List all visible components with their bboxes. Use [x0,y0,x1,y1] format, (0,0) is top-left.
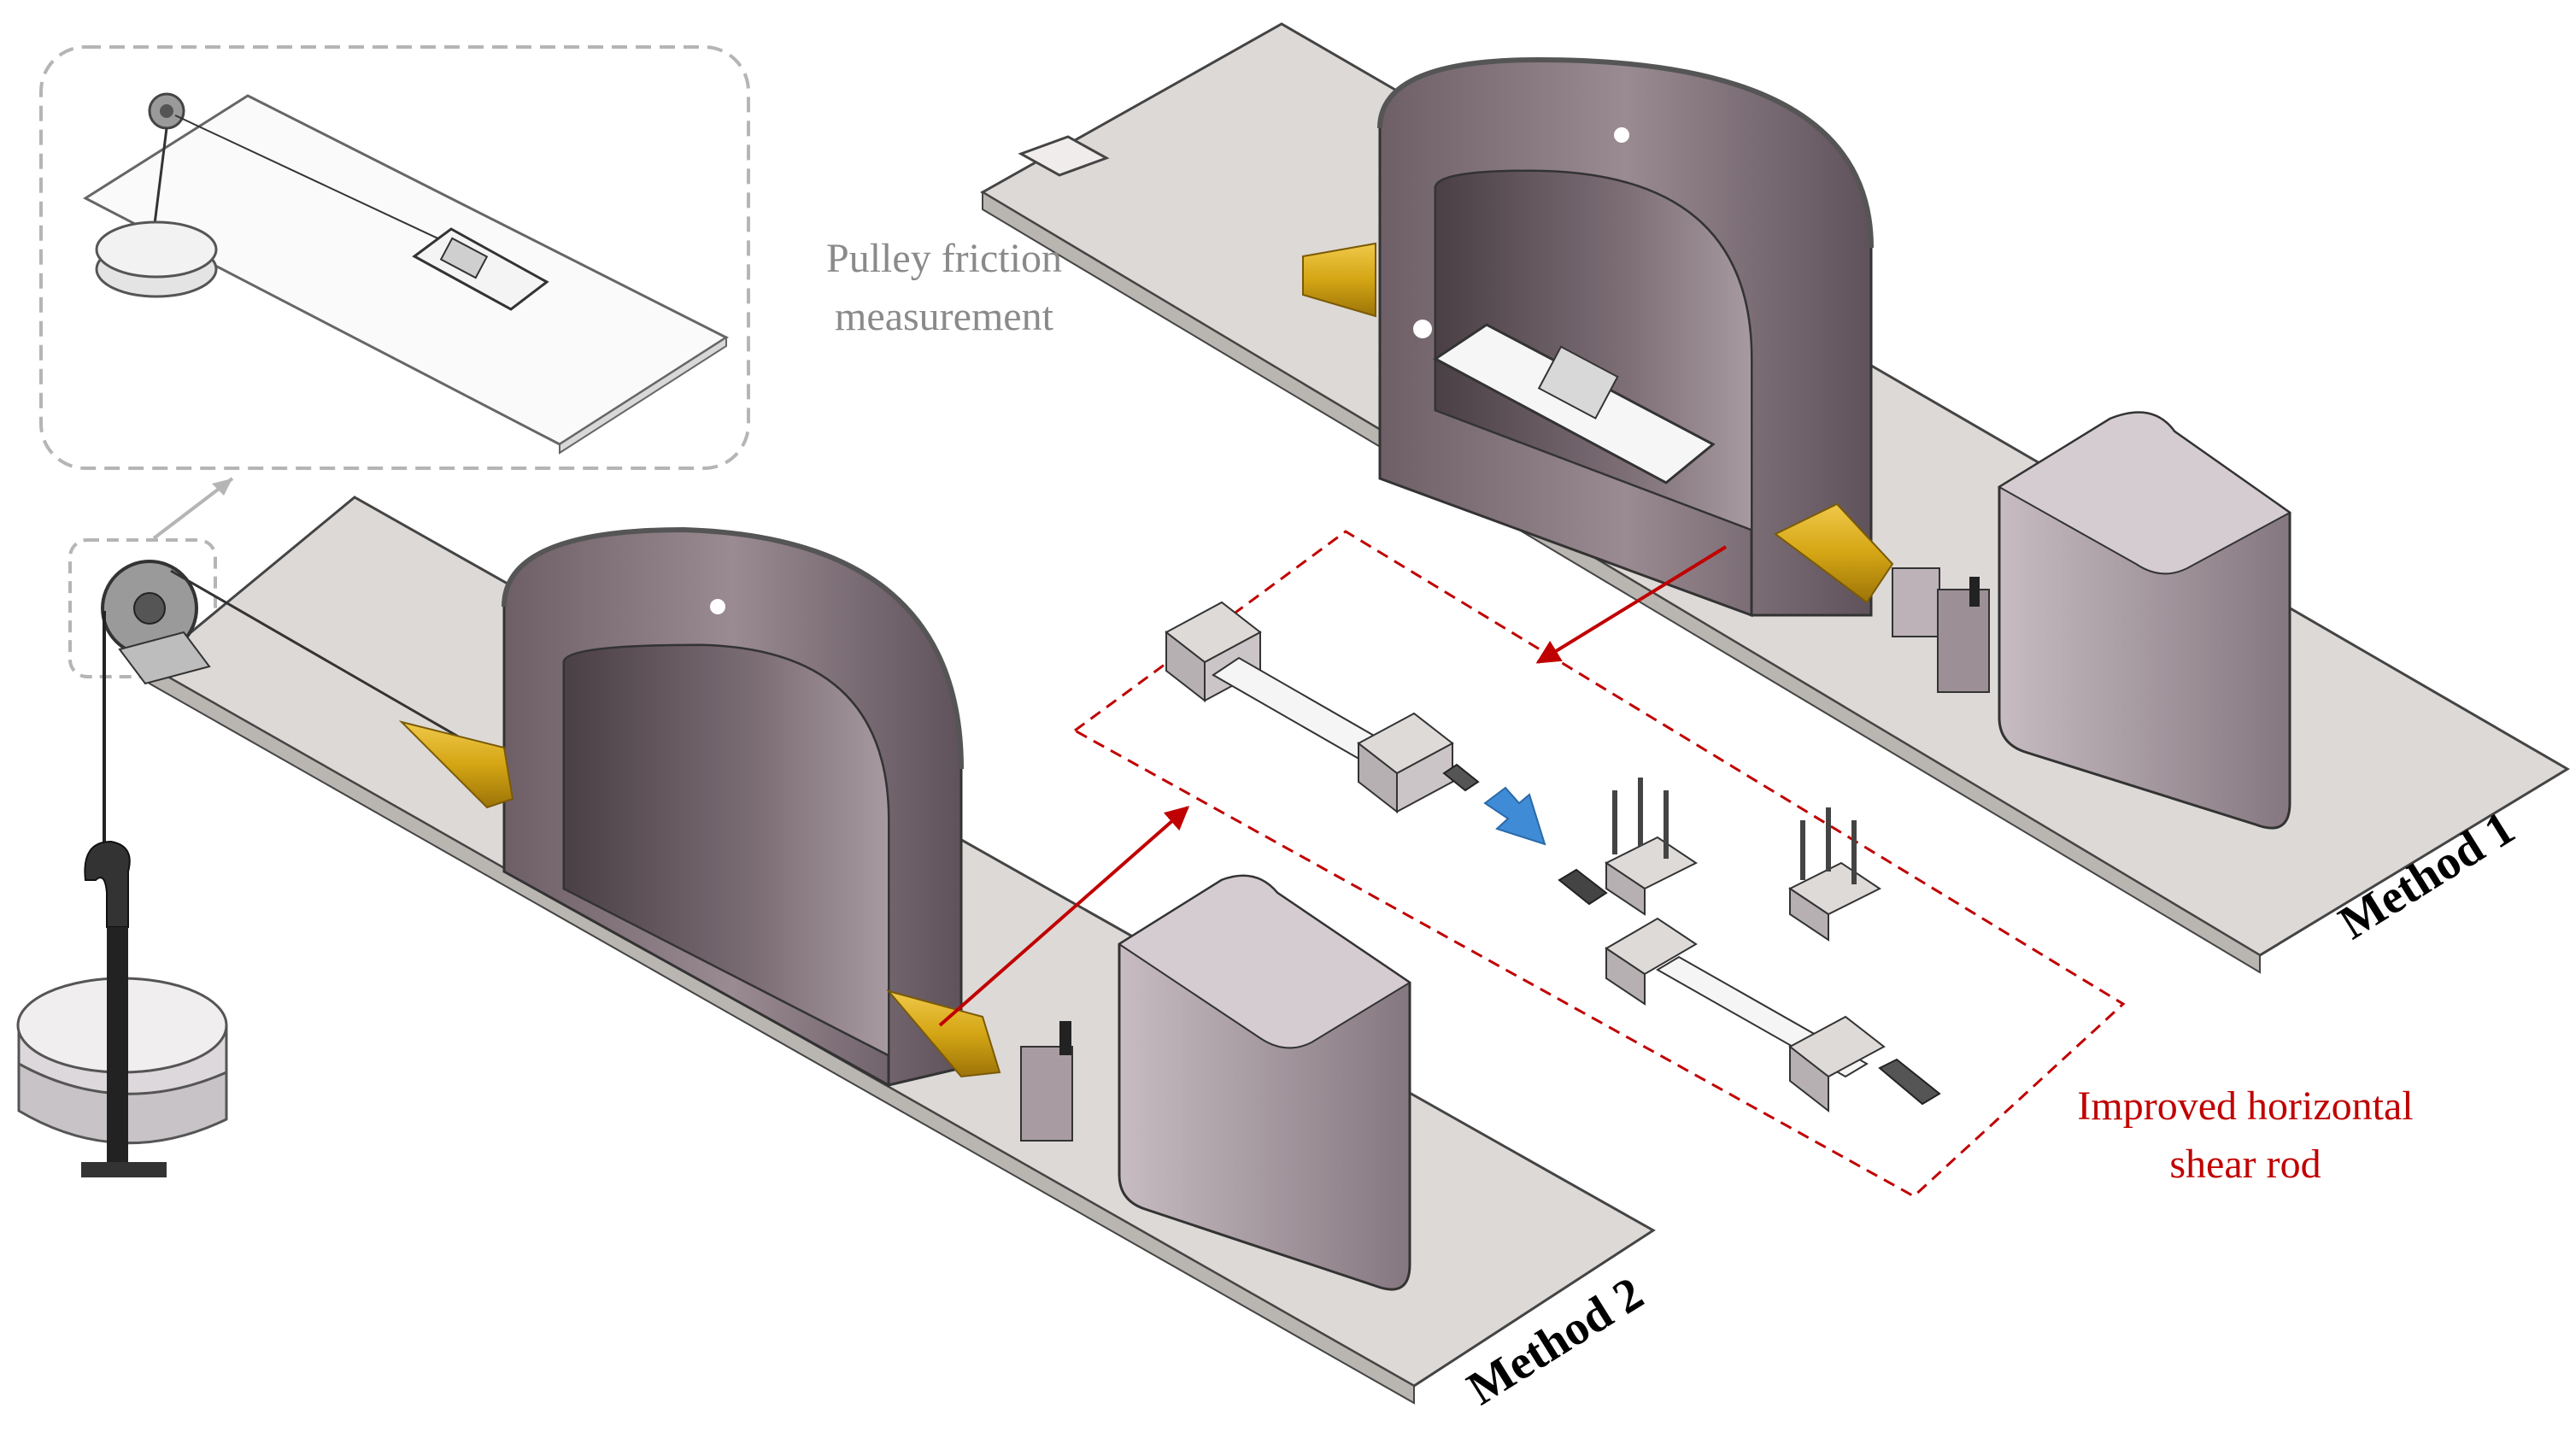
method2-weight-stack [16,927,228,1177]
method1-gold-cone-left [1302,242,1376,318]
pulley-friction-inset [39,45,750,470]
blue-arrow-icon [1483,786,1546,846]
red-arrow-method2 [938,806,1190,1027]
improved-shear-rod-detail [1072,530,2126,1198]
improved-rod-label-line1: Improved horizontal [2077,1083,2413,1129]
pulley-friction-label-line1: Pulley friction [826,236,1062,281]
method2-gold-cone-left [398,720,514,809]
method1-apparatus [980,22,2570,974]
method1-gold-cone-right [1774,502,1894,604]
method2-apparatus [16,496,1656,1405]
assembled-shear-rod [1165,601,1480,814]
rod-dashed-frame [1072,530,2126,1198]
method2-gold-cone-right [886,989,1001,1078]
pulley-friction-label-line2: measurement [835,294,1054,339]
red-arrow-method1 [1535,545,1728,664]
inset-dashed-frame [39,45,750,470]
exploded-shear-rod [1558,778,1941,1113]
method2-hook [84,840,131,928]
improved-rod-label-line2: shear rod [2169,1142,2321,1187]
